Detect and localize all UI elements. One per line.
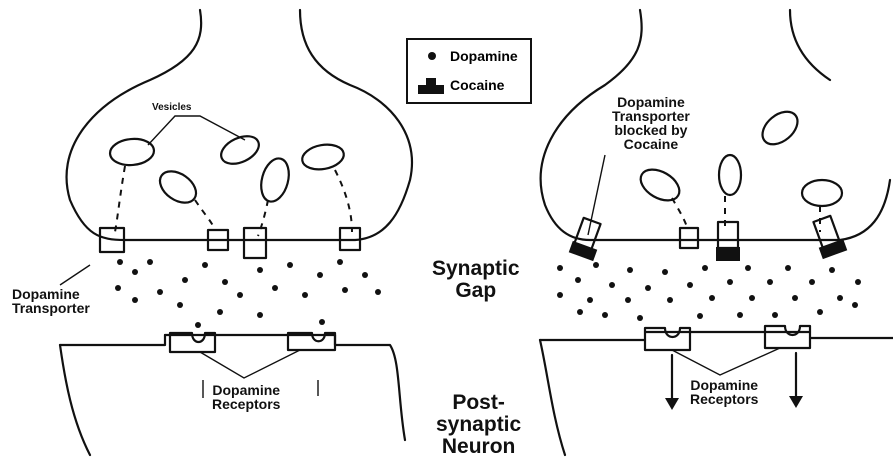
postsynaptic-line3: Neuron [436,436,521,458]
right-presynaptic-membrane [541,10,890,240]
left-transporter-label: Dopamine Transporter [12,287,90,315]
left-receptors-label: Dopamine Receptors [212,383,280,411]
left-transporter-label-line1: Dopamine [12,287,90,301]
blocked-label-line4: Cocaine [612,137,690,151]
blocked-label-line3: blocked by [612,123,690,137]
legend-dopamine-row: Dopamine [408,45,530,67]
legend-cocaine-row: Cocaine [408,74,530,96]
right-receptors-label: Dopamine Receptors [690,378,758,406]
left-dopamine-particles [115,259,381,328]
synaptic-gap-line2: Gap [432,280,520,302]
right-receptors-label-line1: Dopamine [690,378,758,392]
vesicles-label: Vesicles [152,103,191,113]
legend: Dopamine Cocaine [406,38,532,104]
postsynaptic-line1: Post- [436,392,521,414]
left-receptors-label-line2: Receptors [212,397,280,411]
synaptic-gap-line1: Synaptic [432,258,520,280]
right-receptors-label-line2: Receptors [690,392,758,406]
right-blocked-transporter-2 [716,222,740,261]
blocked-label-line1: Dopamine [612,95,690,109]
right-dopamine-particles [557,262,861,321]
left-vesicles [109,131,346,209]
right-receptor-2 [765,326,810,348]
right-postsynaptic-membrane [540,338,893,340]
left-transporter-label-line2: Transporter [12,301,90,315]
left-receptors-label-line1: Dopamine [212,383,280,397]
right-blocked-transporter-3 [813,216,847,259]
legend-dopamine-label: Dopamine [450,48,518,64]
blocked-transporter-label: Dopamine Transporter blocked by Cocaine [612,95,690,151]
legend-cocaine-label: Cocaine [450,77,504,93]
postsynaptic-line2: synaptic [436,414,521,436]
dopamine-dot-icon [428,52,436,60]
synaptic-gap-label: Synaptic Gap [432,258,520,302]
postsynaptic-neuron-label: Post- synaptic Neuron [436,392,521,458]
cocaine-block-icon [418,78,444,94]
blocked-label-line2: Transporter [612,109,690,123]
